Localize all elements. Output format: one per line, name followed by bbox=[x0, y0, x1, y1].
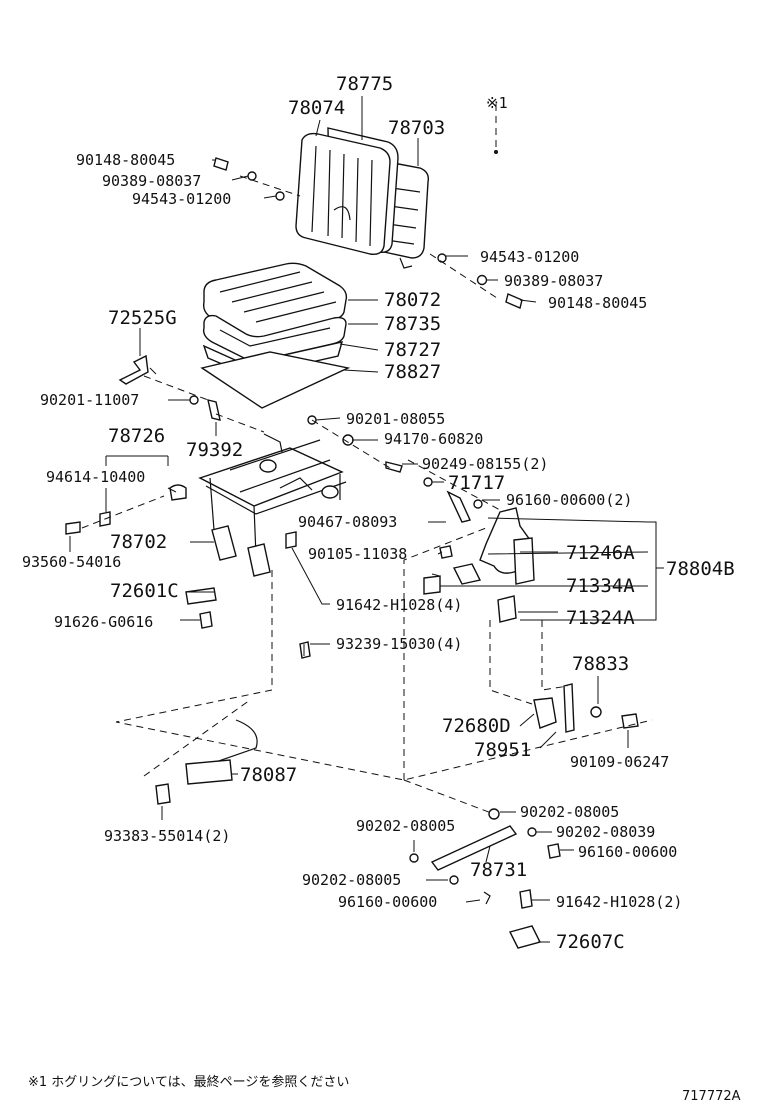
label-78731: 78731 bbox=[470, 859, 527, 881]
label-72680d: 72680D bbox=[442, 715, 511, 737]
label-90202c: 90202-08039 bbox=[556, 823, 655, 841]
label-79392: 79392 bbox=[186, 439, 243, 461]
label-90202a: 90202-08005 bbox=[520, 803, 619, 821]
label-72607c: 72607C bbox=[556, 931, 625, 953]
label-94170: 94170-60820 bbox=[384, 430, 483, 448]
cushion-pad bbox=[202, 314, 347, 362]
label-90148a: 90148-80045 bbox=[76, 151, 175, 169]
label-78703: 78703 bbox=[388, 117, 445, 139]
adjuster-assembly bbox=[423, 507, 535, 623]
label-78072: 78072 bbox=[384, 289, 441, 311]
part-labels: 78775 78074 78703 ※1 90148-80045 90389-0… bbox=[22, 73, 735, 953]
seat-cushion bbox=[202, 262, 348, 340]
label-note-ref: ※1 bbox=[486, 94, 508, 112]
label-78951: 78951 bbox=[474, 739, 531, 761]
leader-lines bbox=[69, 96, 664, 943]
label-90201a: 90201-11007 bbox=[40, 391, 139, 409]
label-78727: 78727 bbox=[384, 339, 441, 361]
label-91642a: 91642-H1028(4) bbox=[336, 596, 462, 614]
cushion-sheet bbox=[200, 351, 351, 409]
label-90109: 90109-06247 bbox=[570, 753, 669, 771]
label-78702: 78702 bbox=[110, 531, 167, 553]
label-94614: 94614-10400 bbox=[46, 468, 145, 486]
label-90148b: 90148-80045 bbox=[548, 294, 647, 312]
label-90389a: 90389-08037 bbox=[102, 172, 201, 190]
label-90105: 90105-11038 bbox=[308, 545, 407, 563]
label-71246a: 71246A bbox=[566, 542, 635, 564]
label-91626: 91626-G0616 bbox=[54, 613, 153, 631]
label-78827: 78827 bbox=[384, 361, 441, 383]
label-91642b: 91642-H1028(2) bbox=[556, 893, 682, 911]
hog-ring-marker bbox=[494, 150, 498, 154]
label-94543a: 94543-01200 bbox=[132, 190, 231, 208]
label-78735: 78735 bbox=[384, 313, 441, 335]
label-71324a: 71324A bbox=[566, 607, 635, 629]
label-78775: 78775 bbox=[336, 73, 393, 95]
label-72525g: 72525G bbox=[108, 307, 177, 329]
label-71717: 71717 bbox=[448, 472, 505, 494]
label-78087: 78087 bbox=[240, 764, 297, 786]
label-90201b: 90201-08055 bbox=[346, 410, 445, 428]
label-90202b: 90202-08005 bbox=[356, 817, 455, 835]
label-96160b: 96160-00600 bbox=[578, 843, 677, 861]
label-90389b: 90389-08037 bbox=[504, 272, 603, 290]
footnote: ※1 ホグリングについては、最終ページを参照ください bbox=[28, 1074, 349, 1090]
label-78833: 78833 bbox=[572, 653, 629, 675]
label-78804b: 78804B bbox=[666, 558, 735, 580]
bracket-72525g bbox=[118, 354, 157, 385]
label-90467: 90467-08093 bbox=[298, 513, 397, 531]
label-93239: 93239-15030(4) bbox=[336, 635, 462, 653]
label-90202d: 90202-08005 bbox=[302, 871, 401, 889]
seat-back-cushion bbox=[295, 127, 399, 256]
label-93383: 93383-55014(2) bbox=[104, 827, 230, 845]
label-93560: 93560-54016 bbox=[22, 553, 121, 571]
label-94543b: 94543-01200 bbox=[480, 248, 579, 266]
label-72601c: 72601C bbox=[110, 580, 179, 602]
figure-id: 717772A bbox=[682, 1089, 741, 1104]
label-96160c: 96160-00600 bbox=[338, 893, 437, 911]
seat-frame bbox=[198, 433, 347, 577]
label-90249: 90249-08155(2) bbox=[422, 455, 548, 473]
dashed-guides bbox=[81, 104, 653, 815]
label-78726: 78726 bbox=[108, 425, 165, 447]
label-96160a: 96160-00600(2) bbox=[506, 491, 632, 509]
label-78074: 78074 bbox=[288, 97, 345, 119]
hardware bbox=[65, 157, 523, 659]
label-71334a: 71334A bbox=[566, 575, 635, 597]
